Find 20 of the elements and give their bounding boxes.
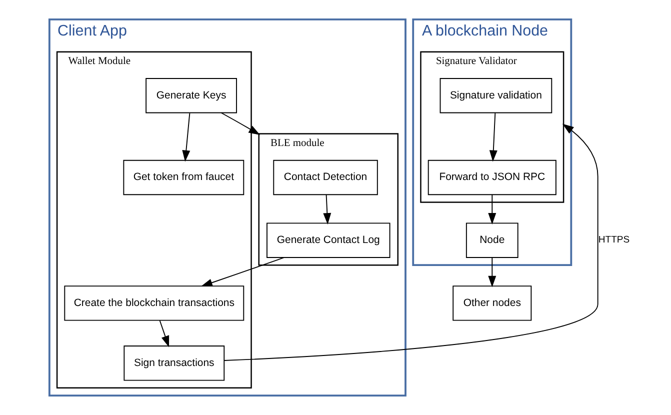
node-box: Contact Detection [272,160,378,196]
node-box: Signature validation [439,78,552,114]
node-box: Forward to JSON RPC [427,160,556,196]
node-box: Node [465,222,518,258]
arrow [220,112,260,136]
arrow [182,112,190,162]
node-box: Sign transactions [123,346,224,381]
node-box: Other nodes [452,286,532,321]
arrow [223,124,598,361]
arrow [322,194,331,224]
node-box: Generate Contact Log [266,222,390,258]
arrow [488,112,497,162]
arrow [488,194,496,224]
node-box: Generate Keys [145,78,236,114]
node-box: Get token from faucet [122,160,244,196]
node-box: Create the blockchain transactions [64,286,244,321]
arrow [200,257,284,287]
arrow [158,320,169,348]
arrow [488,257,496,288]
edge-label: HTTPS [598,234,630,246]
